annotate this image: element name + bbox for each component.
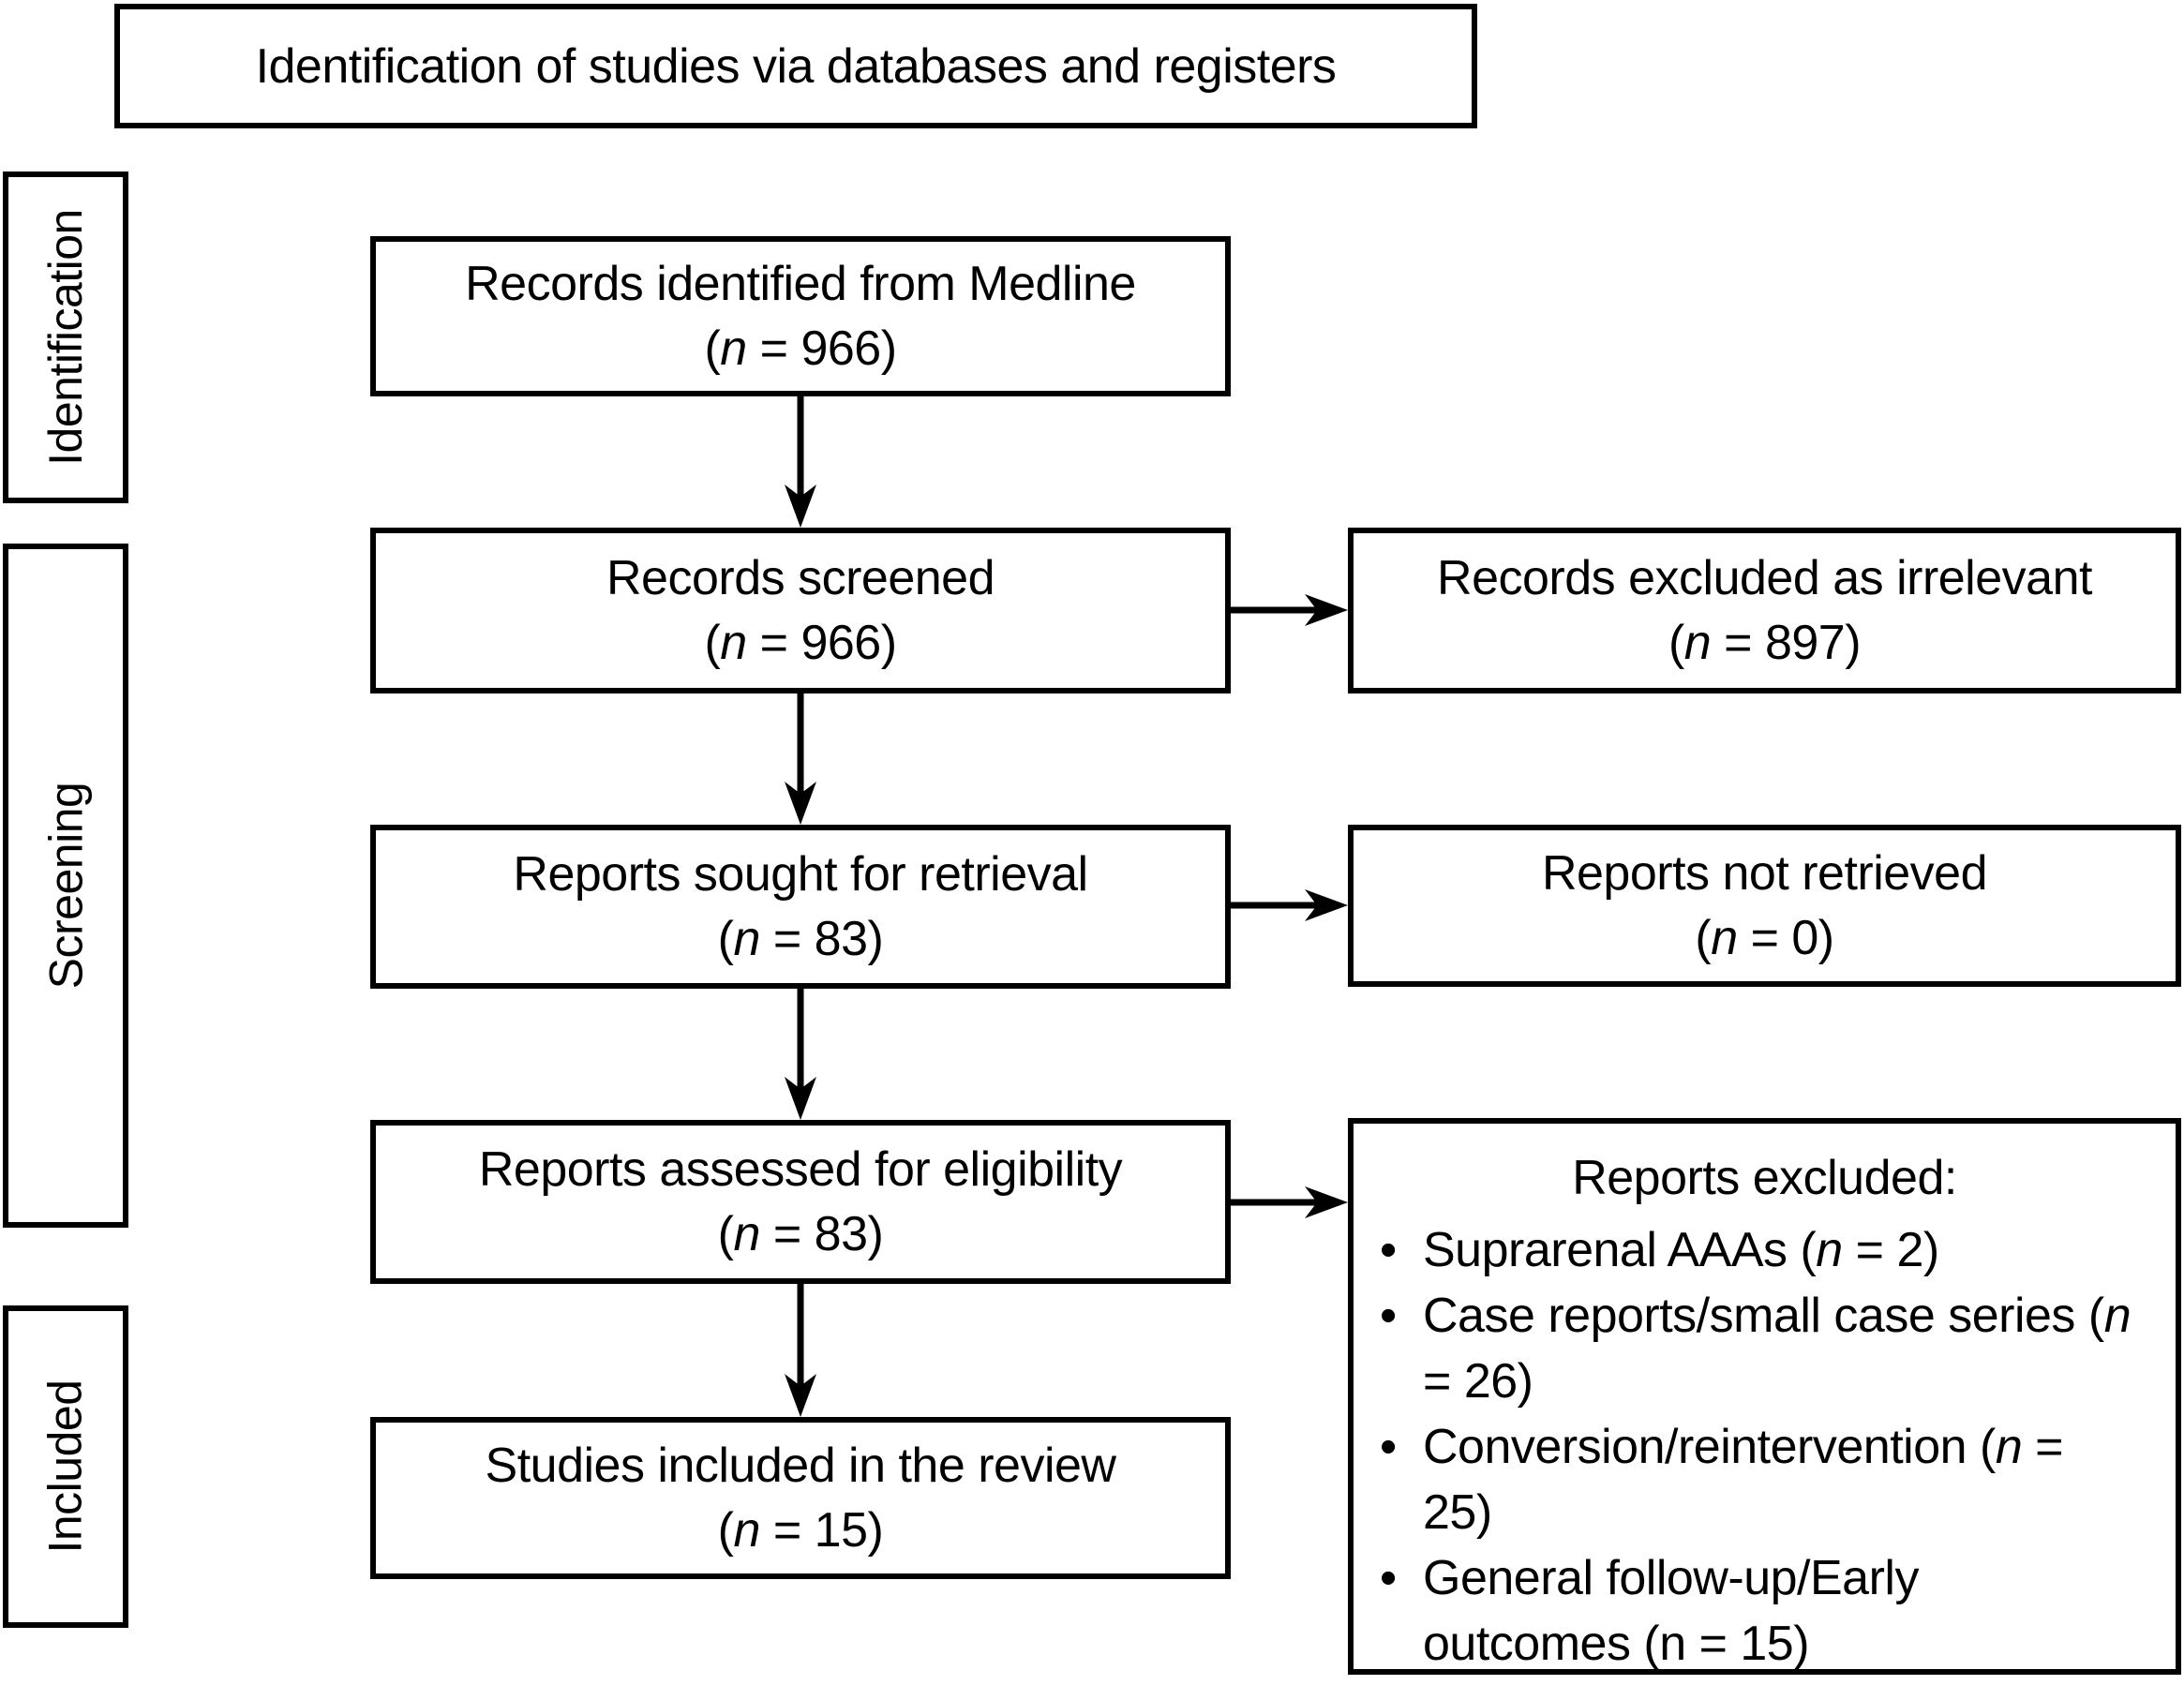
reason-text: General follow-up/Early outcomes (n = 15… (1423, 1551, 1919, 1671)
stage-label-identification: Identification (3, 171, 128, 503)
stage-label-included: Included (3, 1305, 128, 1628)
stage-identification-text: Identification (39, 209, 92, 466)
reason-item-follow-up: • General follow-up/Early outcomes (n = … (1380, 1545, 2149, 1677)
stage-screening-text: Screening (39, 782, 92, 990)
arrow-screened-to-sought (785, 693, 816, 825)
reports-sought-count: (n = 83) (717, 911, 884, 966)
reason-text: Case reports/small case series (n = 26) (1423, 1289, 2132, 1409)
box-reports-sought: Reports sought for retrieval (n = 83) (370, 825, 1231, 989)
records-identified-label: Records identified from Medline (465, 256, 1136, 311)
studies-included-count: (n = 15) (717, 1502, 884, 1558)
identification-header: Identification of studies via databases … (114, 4, 1477, 128)
box-records-identified: Records identified from Medline (n = 966… (370, 236, 1231, 396)
reason-item-case-reports: • Case reports/small case series (n = 26… (1380, 1283, 2149, 1414)
box-studies-included: Studies included in the review (n = 15) (370, 1417, 1231, 1579)
records-excluded-count: (n = 897) (1668, 615, 1862, 670)
arrow-sought-to-not-retrieved (1231, 889, 1348, 921)
reason-item-suprarenal: • Suprarenal AAAs (n = 2) (1380, 1217, 2149, 1283)
stage-label-screening: Screening (3, 544, 128, 1228)
reports-not-retrieved-count: (n = 0) (1695, 910, 1834, 965)
reports-sought-label: Reports sought for retrieval (513, 846, 1088, 902)
box-reports-assessed: Reports assessed for eligibility (n = 83… (370, 1120, 1231, 1284)
box-records-screened: Records screened (n = 966) (370, 528, 1231, 693)
reports-excluded-title: Reports excluded: (1572, 1151, 1957, 1205)
arrow-sought-to-assessed (785, 989, 816, 1120)
arrow-screened-to-excluded (1231, 594, 1348, 626)
reports-not-retrieved-label: Reports not retrieved (1541, 845, 1988, 901)
box-reports-excluded-reasons: Reports excluded: • Suprarenal AAAs (n =… (1348, 1118, 2181, 1675)
records-screened-count: (n = 966) (704, 615, 897, 670)
arrow-assessed-to-reasons (1231, 1186, 1348, 1218)
bullet-icon: • (1380, 1551, 1397, 1605)
diagram-title: Identification of studies via databases … (255, 38, 1337, 94)
arrow-assessed-to-included (785, 1284, 816, 1417)
bullet-icon: • (1380, 1420, 1397, 1474)
reports-assessed-count: (n = 83) (717, 1206, 884, 1261)
reports-assessed-label: Reports assessed for eligibility (478, 1141, 1123, 1197)
records-identified-count: (n = 966) (704, 321, 897, 376)
arrow-identified-to-screened (785, 396, 816, 528)
records-screened-label: Records screened (606, 550, 995, 605)
bullet-icon: • (1380, 1289, 1397, 1343)
bullet-icon: • (1380, 1223, 1397, 1277)
stage-included-text: Included (39, 1379, 93, 1554)
box-records-excluded: Records excluded as irrelevant (n = 897) (1348, 528, 2181, 693)
studies-included-label: Studies included in the review (485, 1438, 1116, 1493)
reason-text: Suprarenal AAAs (n = 2) (1423, 1223, 1939, 1277)
reason-text: Conversion/reintervention (n = 25) (1423, 1420, 2064, 1540)
reason-item-conversion: • Conversion/reintervention (n = 25) (1380, 1414, 2149, 1545)
box-reports-not-retrieved: Reports not retrieved (n = 0) (1348, 825, 2181, 987)
records-excluded-label: Records excluded as irrelevant (1437, 550, 2092, 605)
